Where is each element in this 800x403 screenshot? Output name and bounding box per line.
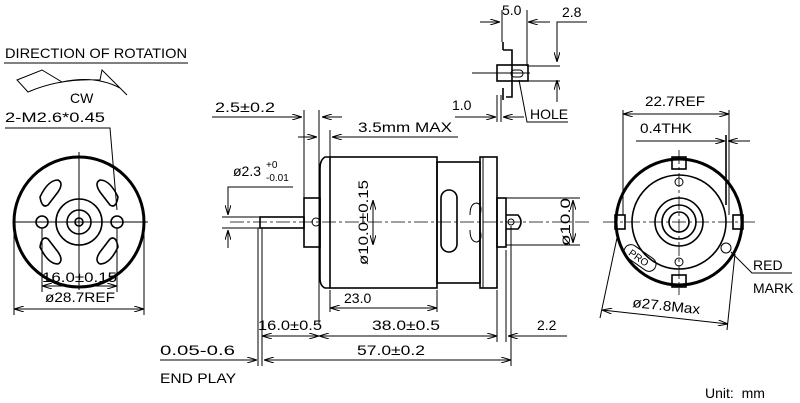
body-length-dim: 38.0±0.5 (372, 317, 440, 333)
screw-spec: 2-M2.6*0.45 (5, 109, 105, 125)
terminal-offset-dim: 1.0 (452, 97, 472, 113)
shaft-length-dim: 16.0±0.5 (258, 317, 322, 333)
thickness-dim: 0.4THK (640, 120, 693, 136)
front-view: DIRECTION OF ROTATION CW 2-M2.6*0.45 16.… (4, 45, 188, 315)
hole-dim: 2.8 (562, 4, 582, 20)
rotation-arrow-icon (16, 68, 128, 96)
terminal-span-dim: 22.7REF (645, 93, 705, 109)
total-length-dim: 57.0±0.2 (357, 342, 425, 358)
hole-label: HOLE (530, 106, 568, 122)
front-diameter-dim: ø28.7REF (45, 289, 115, 305)
shaft-tol-lower: -0.01 (266, 173, 289, 184)
can-length-dim: 23.0 (344, 290, 371, 306)
side-view: 2.5±0.2 3.5mm MAX 1.0 ø2.3 +0 -0.01 ø10.… (160, 95, 590, 386)
red-mark-label-1: RED (753, 257, 783, 273)
terminal-view: 5.0 2.8 HOLE (472, 2, 587, 123)
boss-length-dim: 2.5±0.2 (215, 99, 275, 115)
shaft-diameter-dim: ø2.3 (233, 163, 261, 179)
pro-logo: PRO (626, 248, 650, 270)
rear-boss-diameter-dim: ø10.0 (557, 198, 573, 246)
rear-diameter-dim: ø27.8Max (632, 294, 701, 317)
hole-pitch-dim: 16.0±0.15 (42, 269, 117, 285)
unit-label: Unit: mm (705, 385, 765, 401)
end-play-value: 0.05-0.6 (160, 342, 235, 358)
max-dim: 3.5mm MAX (358, 119, 453, 135)
boss-diameter-dim: ø10.0±0.15 (355, 180, 371, 265)
end-play-label: END PLAY (160, 370, 237, 386)
rear-view: PRO 22.7REF 0.4THK ø27.8Max RED MARK (599, 93, 794, 331)
shaft-tol-upper: +0 (266, 160, 278, 171)
red-mark-label-2: MARK (753, 280, 794, 296)
terminal-width-dim: 5.0 (502, 2, 522, 18)
rotation-direction: CW (70, 90, 94, 106)
rotation-title: DIRECTION OF ROTATION (5, 45, 187, 61)
rear-length-dim: 2.2 (537, 317, 557, 333)
